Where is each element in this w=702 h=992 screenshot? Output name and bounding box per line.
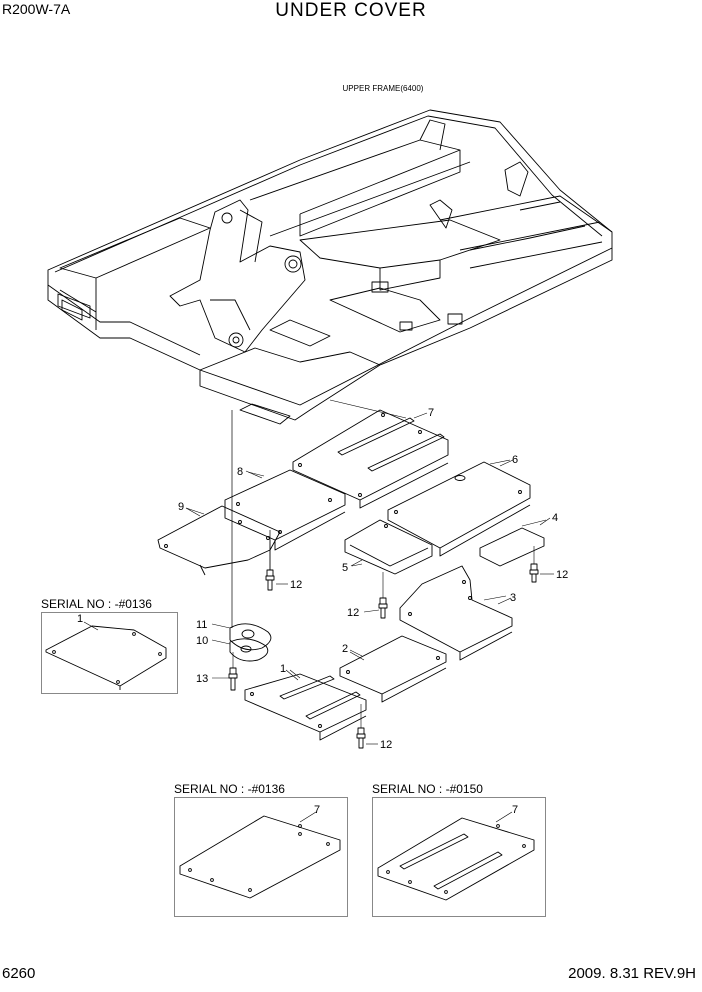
bolt-12d [356,727,366,749]
cover-plate-1 [244,669,367,741]
callout-5: 5 [342,562,348,574]
cover-plate-4 [479,519,547,567]
callout-6: 6 [512,454,518,466]
cover-plate-3 [399,565,513,661]
inset-bottom-right-drawing [377,811,535,901]
bolts [228,540,539,749]
callout-10: 10 [196,635,208,647]
cover-plate-8 [224,469,346,551]
bolt-12c [529,563,539,583]
callout-4: 4 [552,512,558,524]
callout-12c: 12 [556,569,568,581]
callout-2: 2 [342,643,348,655]
inset-bottom-left-box [174,797,348,917]
cover-plate-7 [292,399,449,509]
bolt-12b [378,597,388,619]
inset-bottom-left-label: SERIAL NO : -#0136 [174,782,285,796]
inset-left-box [41,612,178,694]
callout-13: 13 [196,673,208,685]
gasket-assembly [229,623,272,662]
callout-12a: 12 [290,579,302,591]
cover-plate-5 [344,519,433,575]
inset-left-callout: 1 [77,613,83,625]
cover-plate-6 [387,459,531,557]
inset-left-label: SERIAL NO : -#0136 [41,597,152,611]
callout-12b: 12 [347,607,359,619]
callout-8: 8 [237,466,243,478]
callout-7: 7 [428,407,434,419]
cover-plate-2 [339,635,447,703]
model-number: R200W-7A [2,1,71,17]
inset-bottom-right-label: SERIAL NO : -#0150 [372,782,483,796]
bolt-13 [228,667,238,691]
bolt-12a [265,569,275,591]
page-number: 6260 [2,965,36,982]
inset-bottom-left-drawing [179,811,341,899]
upper-frame [47,109,613,425]
revision-date: 2009. 8.31 REV.9H [568,965,696,982]
inset-bottom-right-box [372,797,546,917]
frame-label: UPPER FRAME(6400) [343,84,424,93]
callout-1: 1 [280,663,286,675]
callout-11: 11 [196,619,207,631]
callout-12d: 12 [380,739,392,751]
inset-bottom-left-callout: 7 [314,804,320,816]
cover-plate-9 [157,505,281,576]
callout-3: 3 [510,592,516,604]
inset-left-drawing [45,621,167,690]
inset-bottom-right-callout: 7 [512,804,518,816]
leader-lines [185,412,554,745]
page-title: UNDER COVER [275,0,427,21]
callout-9: 9 [178,501,184,513]
